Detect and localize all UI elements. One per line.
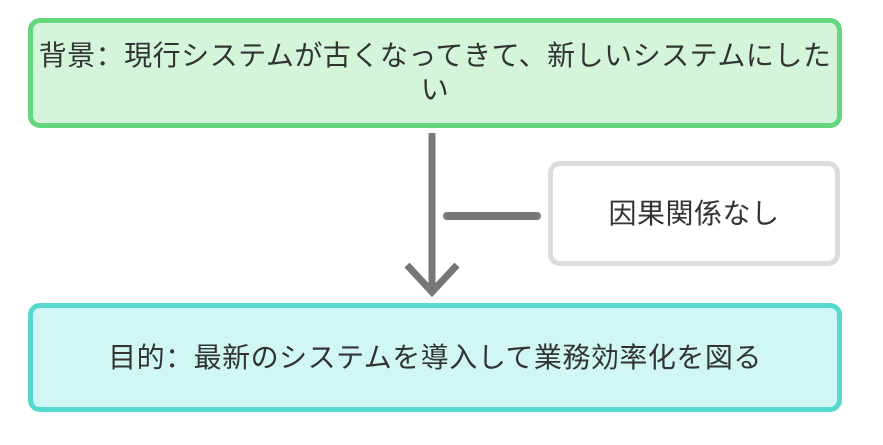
down-arrow-head-icon [404, 262, 460, 298]
annotation-box-label: 因果関係なし [608, 197, 780, 229]
purpose-box: 目的：最新のシステムを導入して業務効率化を図る [28, 303, 842, 412]
background-box: 背景：現行システムが古くなってきて、新しいシステムにしたい [28, 18, 842, 128]
purpose-box-label: 目的：最新のシステムを導入して業務効率化を図る [108, 341, 762, 373]
annotation-box: 因果関係なし [548, 161, 840, 266]
background-box-label: 背景：現行システムが古くなってきて、新しいシステムにしたい [38, 40, 832, 105]
